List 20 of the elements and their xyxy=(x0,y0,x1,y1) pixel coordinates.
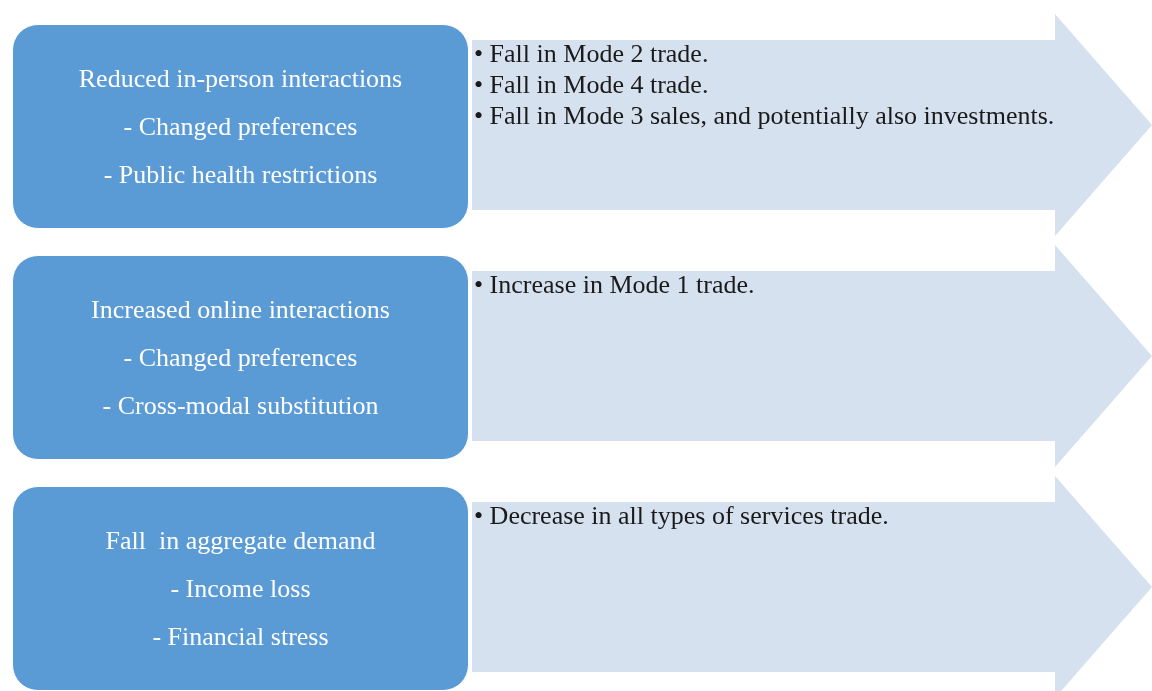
bullet-text: • Fall in Mode 4 trade. xyxy=(474,69,710,100)
box-item: - Income loss xyxy=(170,572,311,605)
category-box xyxy=(12,24,469,229)
box-item: - Cross-modal substitution xyxy=(102,389,379,422)
bullet-text: • Fall in Mode 3 sales, and potentially also investments. xyxy=(474,100,1056,131)
bullet-text: • Decrease in all types of services trade. xyxy=(474,500,890,531)
arrow-shape xyxy=(472,14,1152,236)
arrow-shape xyxy=(472,245,1152,467)
category-box xyxy=(12,255,469,460)
bullet-text: • Fall in Mode 2 trade. xyxy=(474,38,710,69)
box-item: - Changed preferences xyxy=(123,341,358,374)
box-heading: Reduced in-person interactions xyxy=(78,62,403,95)
category-box xyxy=(12,486,469,691)
arrow-shape xyxy=(472,476,1152,691)
box-heading: Increased online interactions xyxy=(91,293,390,326)
box-item: - Financial stress xyxy=(152,620,329,653)
bullet-text: • Increase in Mode 1 trade. xyxy=(474,269,756,300)
box-heading: Fall in aggregate demand xyxy=(105,524,376,557)
box-item: - Public health restrictions xyxy=(103,158,378,191)
box-item: - Changed preferences xyxy=(123,110,358,143)
